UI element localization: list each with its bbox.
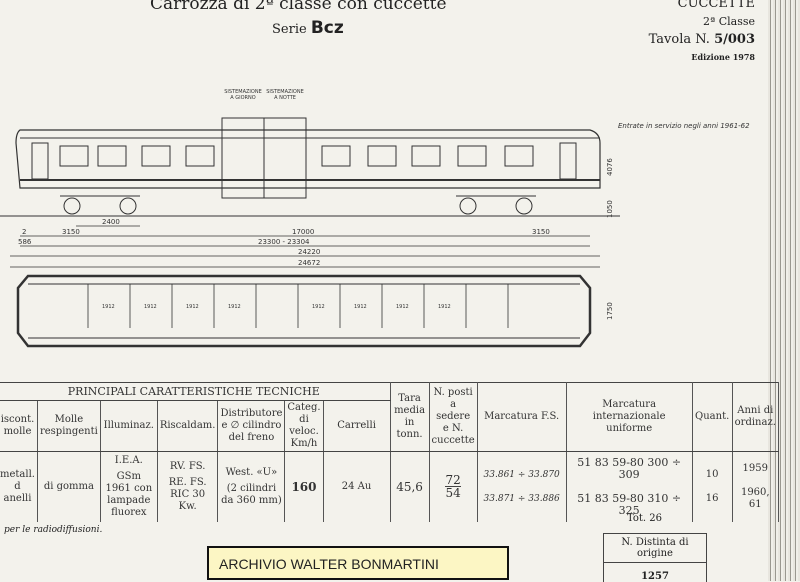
service-note: Entrate in servizio negli anni 1961-62 [618,122,750,130]
freno-detail: (2 cilindri da 360 mm) [221,482,282,506]
header-quant: Quant. [691,382,733,452]
series-label: Serie [272,22,307,37]
uic-range-2: 51 83 59-80 310 ÷ 325 [577,491,682,517]
dim-over-buffers-1: 24220 [298,248,320,256]
distinta-value: 1257 [641,571,669,582]
cell-respingenti: di gomma [36,451,101,522]
coach-drawing: Entrate in servizio negli anni 1961-62 2… [0,117,750,348]
header-velocita: Categ. di veloc. Km/h [284,400,324,452]
category: CUCCETTE [677,0,755,11]
cell-marcatura-fs: 33.861 ÷ 33.870 33.871 ÷ 33.886 [476,451,567,522]
cell-freno: West. «U» (2 cilindri da 360 mm) [217,451,285,522]
class: 2ª Classe [702,15,755,28]
fs-range-2: 33.871 ÷ 33.886 [483,493,560,504]
header-molle: iscont. molle [0,400,38,452]
dimensions: 2400 3150 17000 3150 2 586 23300 - 23304… [18,158,614,320]
tech-table: PRINCIPALI CARATTERISTICHE TECNICHE Tara… [0,382,779,522]
cell-illuminazione: I.E.A. GSm 1961 con lampade fluorex [99,451,158,522]
table-title: PRINCIPALI CARATTERISTICHE TECNICHE [0,382,391,401]
header-riscaldamento: Riscaldam. [156,400,218,452]
header-marcatura-fs: Marcatura F.S. [476,382,567,452]
uic-range-1: 51 83 59-80 300 ÷ 309 [577,455,682,481]
quant-1: 10 [705,468,719,480]
dim-over-buffers-2: 24672 [298,259,320,267]
header-illuminazione: Illuminaz. [99,400,158,452]
label-day: SISTEMAZIONE A GIORNO [224,89,262,101]
side-view [0,117,620,217]
footnote: per le radiodiffusioni. [4,525,103,535]
compartment-dim: 1912 [186,304,199,310]
header-tara: Tara media in tonn. [389,382,430,452]
risc-2: RE. FS. RIC 30 Kw. [168,476,207,512]
dim-body: 23300 - 23304 [258,238,310,246]
quant-2: 16 [705,492,719,504]
dim-bogie: 2400 [102,218,120,226]
dim-floor: 1050 [606,200,614,218]
series-code: Bcz [310,18,344,38]
dim-width: 1750 [606,302,614,320]
distinta-label: N. Distinta di origine [604,534,706,563]
edition: Edizione 1978 [691,52,755,62]
distinta-box: N. Distinta di origine 1257 [603,533,707,582]
cell-tara: 45,6 [389,451,430,522]
cell-anni: 1959 1960, 61 [731,451,779,522]
anni-1: 1959 [742,462,768,474]
dim-height: 4076 [606,158,614,176]
tavola: Tavola N. 5/003 [649,32,755,47]
fs-range-1: 33.861 ÷ 33.870 [483,469,560,480]
risc-1: RV. FS. [169,460,206,472]
cell-carrelli: 24 Au [322,451,391,522]
plan-view: 1912 1912 1912 1912 1912 1912 1912 1912 [16,274,592,348]
dim-gap: 2 [22,228,26,236]
dim-left: 3150 [62,228,80,236]
cell-velocita: 160 [284,451,324,522]
header-freno: Distributore e ∅ cilindro del freno [217,400,285,452]
dim-center: 17000 [292,228,314,236]
tavola-label: Tavola N. [648,32,710,47]
header-marcatura-uic: Marcatura internazionale uniforme [565,382,693,452]
cell-molle: metall. d anelli [0,468,35,504]
compartment-dim: 1912 [228,304,241,310]
total: Tot. 26 [627,513,663,524]
illum-type: I.E.A. [114,454,143,466]
tavola-number: 5/003 [714,32,755,47]
dim-end: 586 [18,238,32,246]
dim-right: 3150 [532,228,550,236]
illum-detail: GSm 1961 con lampade fluorex [105,470,153,518]
cuccette: 54 [445,486,461,501]
cell-quant: 10 16 [691,451,733,522]
archive-label: ARCHIVIO WALTER BONMARTINI [207,546,509,580]
header-respingenti: Molle respingenti [36,400,101,452]
compartment-dim: 1912 [354,304,367,310]
compartment-dim: 1912 [438,304,451,310]
header-carrelli: Carrelli [322,400,391,452]
label-night: SISTEMAZIONE A NOTTE [266,89,304,101]
compartment-dim: 1912 [144,304,157,310]
compartment-dim: 1912 [102,304,115,310]
header-posti: N. posti a sedere e N. cuccette [428,382,478,452]
cell-riscaldamento: RV. FS. RE. FS. RIC 30 Kw. [156,451,218,522]
page-title: Carrozza di 2ª classe con cuccette [150,0,447,14]
cell-marcatura-uic: 51 83 59-80 300 ÷ 309 51 83 59-80 310 ÷ 3… [565,451,693,522]
dimension-lines [10,225,600,268]
series: Serie Bcz [272,18,344,38]
freno-type: West. «U» [225,466,278,478]
header-anni: Anni di ordinaz. [731,382,779,452]
compartment-dim: 1912 [396,304,409,310]
compartment-dim: 1912 [312,304,325,310]
anni-2: 1960, 61 [740,486,770,510]
